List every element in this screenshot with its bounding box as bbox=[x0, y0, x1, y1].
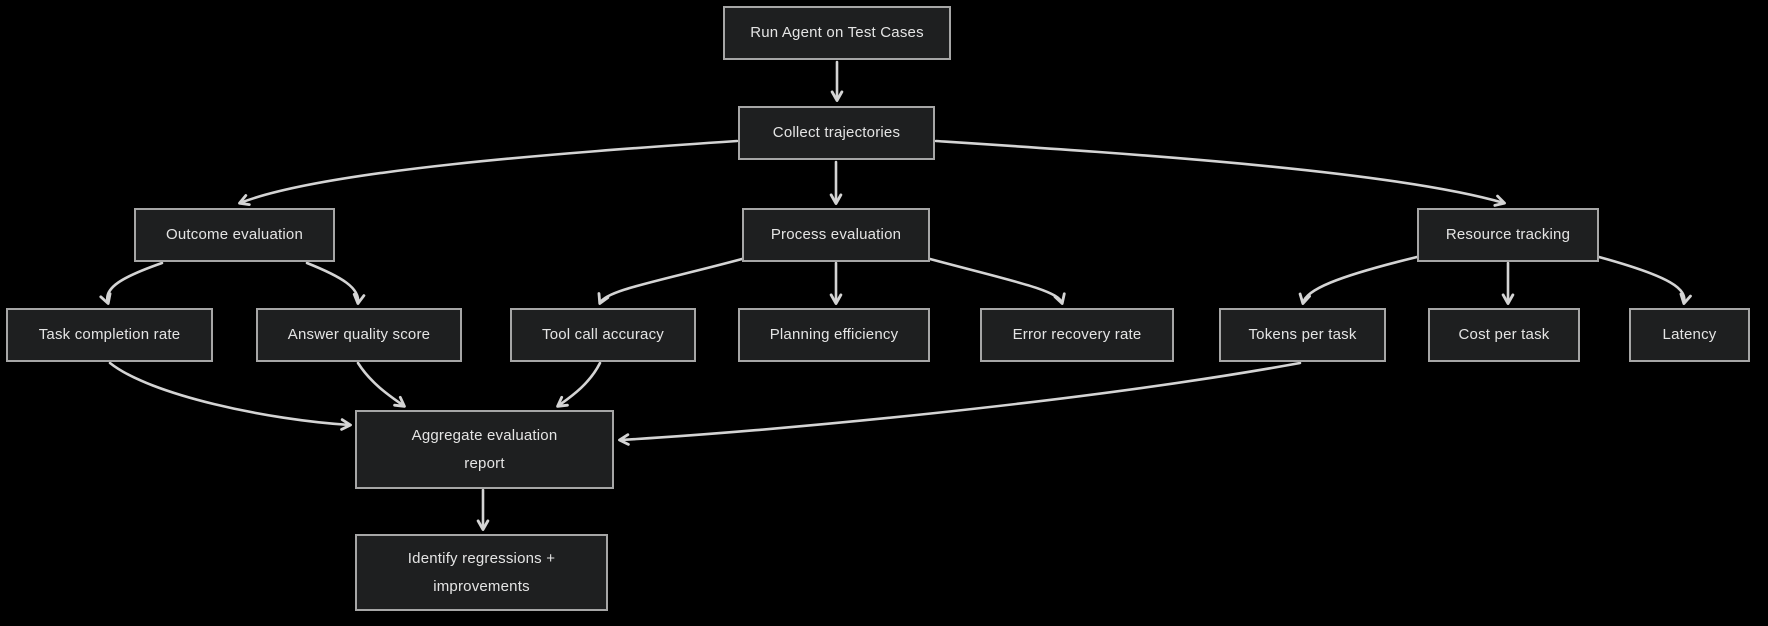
edge-tokens-per-task-to-aggregate-report bbox=[618, 361, 1302, 446]
node-identify-regressions-improvements: Identify regressions + improvements bbox=[355, 534, 608, 611]
edge-answer-quality-score-to-aggregate-report bbox=[356, 361, 406, 408]
node-cost-per-task: Cost per task bbox=[1428, 308, 1580, 362]
node-latency: Latency bbox=[1629, 308, 1750, 362]
node-label: Identify regressions + improvements bbox=[407, 549, 556, 595]
node-resource-tracking: Resource tracking bbox=[1417, 208, 1599, 262]
node-label: Resource tracking bbox=[1445, 226, 1571, 244]
node-label: Collect trajectories bbox=[772, 124, 901, 142]
node-label: Aggregate evaluation report bbox=[411, 426, 558, 472]
node-label: Outcome evaluation bbox=[165, 226, 303, 244]
node-outcome-evaluation: Outcome evaluation bbox=[134, 208, 335, 262]
node-error-recovery-rate: Error recovery rate bbox=[980, 308, 1174, 362]
node-label: Tokens per task bbox=[1248, 326, 1357, 344]
edge-collect-trajectories-to-outcome-evaluation bbox=[238, 139, 739, 207]
edge-resource-tracking-to-tokens-per-task bbox=[1298, 255, 1419, 305]
node-label: Tool call accuracy bbox=[542, 326, 664, 344]
node-task-completion-rate: Task completion rate bbox=[6, 308, 213, 362]
node-process-evaluation: Process evaluation bbox=[742, 208, 930, 262]
node-label: Answer quality score bbox=[287, 326, 431, 344]
edge-collect-trajectories-to-resource-tracking bbox=[934, 139, 1506, 207]
node-tokens-per-task: Tokens per task bbox=[1219, 308, 1386, 362]
edge-outcome-evaluation-to-answer-quality-score bbox=[305, 261, 366, 305]
edge-resource-tracking-to-latency bbox=[1597, 255, 1692, 305]
node-label: Latency bbox=[1662, 326, 1717, 344]
edge-task-completion-rate-to-aggregate-report bbox=[108, 361, 352, 431]
node-label: Planning efficiency bbox=[769, 326, 899, 344]
node-tool-call-accuracy: Tool call accuracy bbox=[510, 308, 696, 362]
node-answer-quality-score: Answer quality score bbox=[256, 308, 462, 362]
node-collect-trajectories: Collect trajectories bbox=[738, 106, 935, 160]
node-label: Process evaluation bbox=[770, 226, 902, 244]
edge-process-evaluation-to-error-recovery-rate bbox=[928, 257, 1066, 305]
node-label: Error recovery rate bbox=[1012, 326, 1142, 344]
node-label: Task completion rate bbox=[38, 326, 181, 344]
node-label: Cost per task bbox=[1458, 326, 1550, 344]
edge-process-evaluation-to-tool-call-accuracy bbox=[597, 257, 744, 305]
node-label: Run Agent on Test Cases bbox=[750, 24, 924, 42]
node-run-agent-on-test-cases: Run Agent on Test Cases bbox=[723, 6, 951, 60]
node-aggregate-evaluation-report: Aggregate evaluation report bbox=[355, 410, 614, 489]
node-planning-efficiency: Planning efficiency bbox=[738, 308, 930, 362]
edge-outcome-evaluation-to-task-completion-rate bbox=[99, 261, 164, 305]
edge-tool-call-accuracy-to-aggregate-report bbox=[556, 361, 602, 408]
